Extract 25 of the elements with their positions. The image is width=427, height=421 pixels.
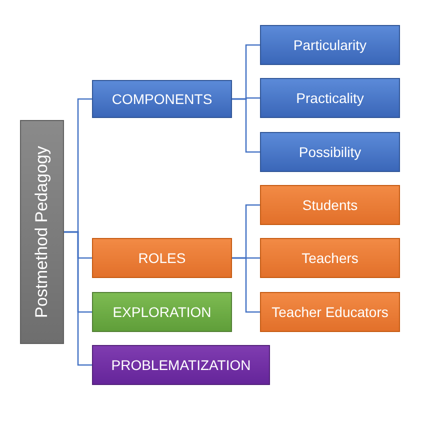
root-box [20,120,64,344]
category-box [92,292,232,332]
node-label: Students [302,197,358,213]
node-label: Particularity [293,37,367,53]
node-label: ROLES [138,250,186,266]
category-box [92,345,270,385]
category-box [92,80,232,118]
category-box [260,185,400,225]
category-box [260,25,400,65]
category-box [260,78,400,118]
category-box [260,292,400,332]
node-label: Practicality [296,90,364,106]
node-label: PROBLEMATIZATION [111,357,251,373]
category-box [260,238,400,278]
node-label: EXPLORATION [112,304,212,320]
connector-line [64,231,92,366]
node-label: Possibility [298,144,362,160]
category-box [260,132,400,172]
node-label: Postmethod Pedagogy [32,146,52,318]
node-label: COMPONENTS [112,91,212,107]
node-label: Teacher Educators [272,304,388,320]
category-box [92,238,232,278]
connector-line [232,257,260,313]
connector-line [232,98,260,153]
node-label: Teachers [302,250,358,266]
